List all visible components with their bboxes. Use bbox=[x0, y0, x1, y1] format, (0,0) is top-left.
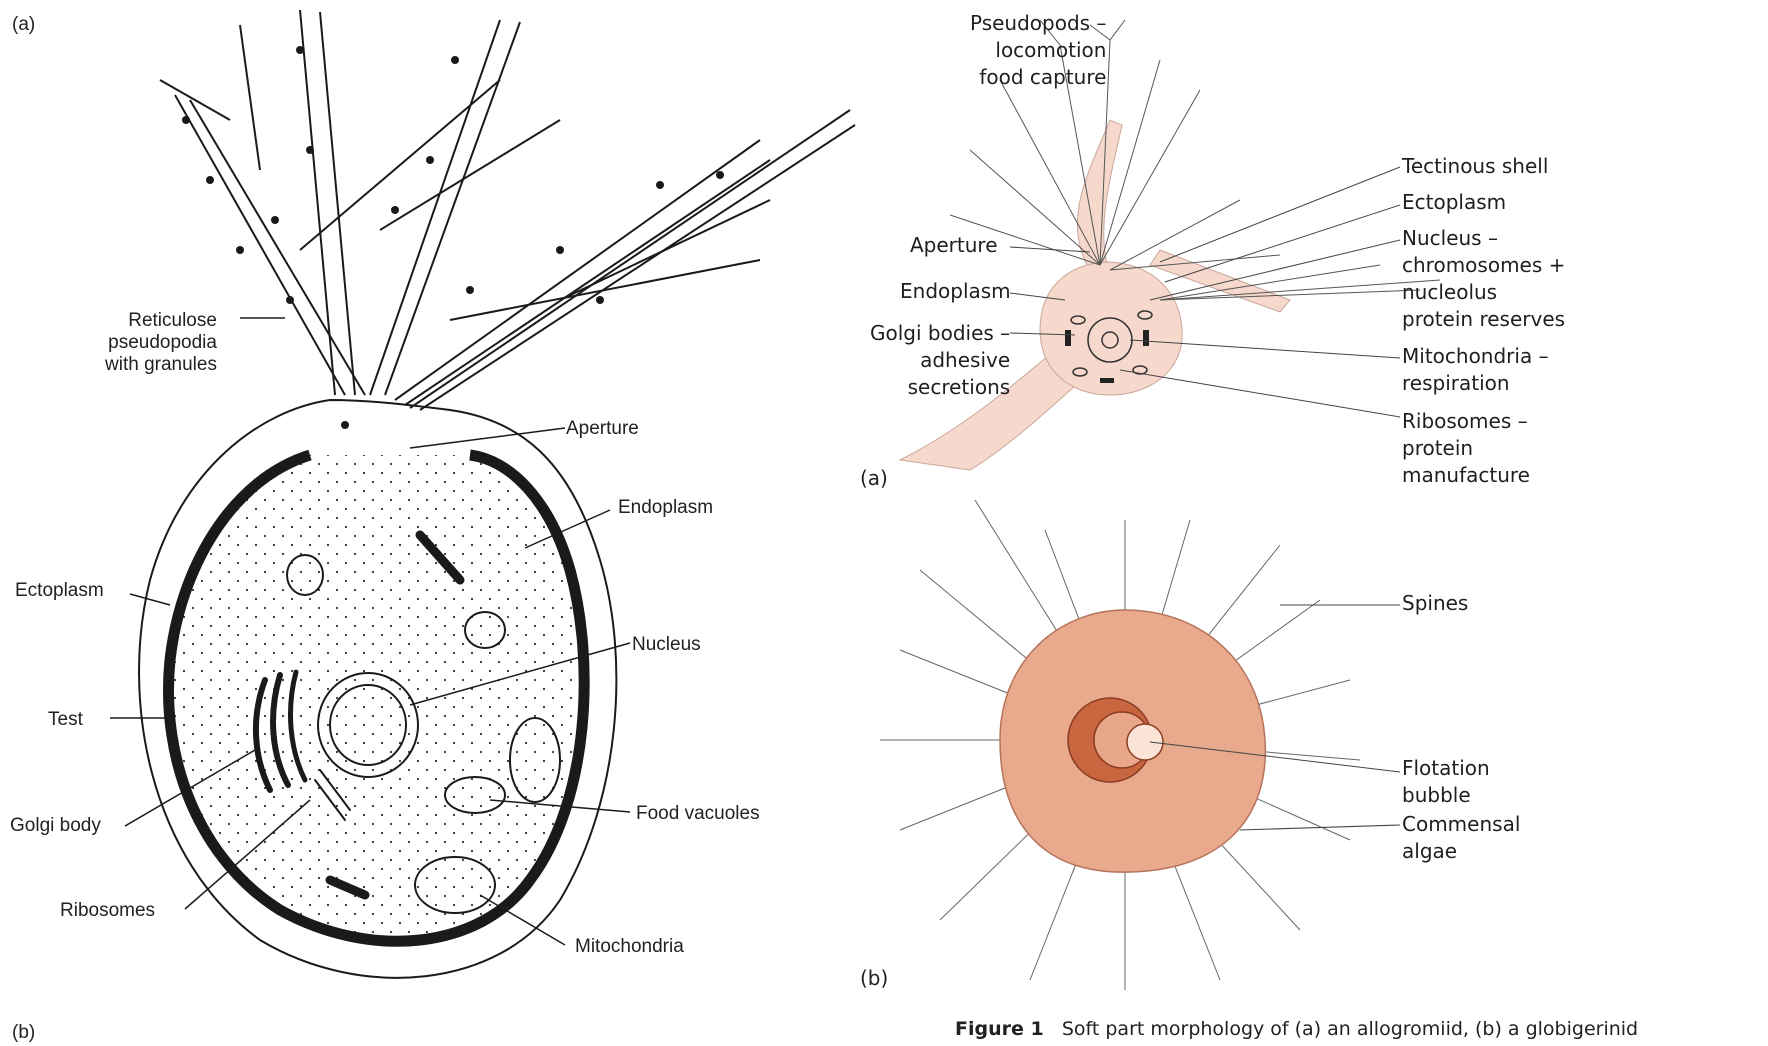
label-spines: Spines bbox=[1402, 590, 1468, 617]
label-nucleus-a: Nucleus – chromosomes + nucleolus protei… bbox=[1402, 225, 1565, 333]
label-aperture-a: Aperture bbox=[910, 232, 998, 259]
pseudopod-granules bbox=[182, 46, 724, 429]
right-diagram-panel: Pseudopods – locomotion food capture Ape… bbox=[860, 0, 1768, 1046]
caption-text: Soft part morphology of (a) an allogromi… bbox=[1044, 1018, 1638, 1040]
allogromiid-color-drawing bbox=[860, 0, 1768, 1046]
label-golgi-body: Golgi body bbox=[10, 815, 101, 837]
label-endoplasm: Endoplasm bbox=[618, 497, 713, 519]
label-reticulose-pseudopodia: Reticulose pseudopodia with granules bbox=[105, 310, 217, 376]
label-mitochondria: Mitochondria bbox=[575, 936, 684, 958]
reticulose-pseudopodia bbox=[160, 10, 855, 410]
caption-figure-number: Figure 1 bbox=[955, 1018, 1044, 1040]
panel-b-tag: (b) bbox=[12, 1022, 35, 1044]
label-nucleus: Nucleus bbox=[632, 634, 701, 656]
label-golgi-bodies: Golgi bodies – adhesive secretions bbox=[870, 320, 1010, 401]
allogromiid-line-drawing bbox=[0, 0, 860, 1046]
label-ectoplasm: Ectoplasm bbox=[15, 580, 104, 602]
label-aperture: Aperture bbox=[566, 418, 639, 440]
figure-caption: Figure 1 Soft part morphology of (a) an … bbox=[955, 1018, 1638, 1040]
left-diagram-panel: (a) (b) Reticulose pseudopodia with gran… bbox=[0, 0, 860, 1046]
label-mitochondria-a: Mitochondria – respiration bbox=[1402, 343, 1549, 397]
fig-b-tag: (b) bbox=[860, 965, 888, 992]
fig-a-tag: (a) bbox=[860, 465, 888, 492]
label-commensal-algae: Commensal algae bbox=[1402, 811, 1520, 865]
label-ribosomes: Ribosomes bbox=[60, 900, 155, 922]
label-test: Test bbox=[48, 709, 83, 731]
label-ribosomes-a: Ribosomes – protein manufacture bbox=[1402, 408, 1530, 489]
label-food-vacuoles: Food vacuoles bbox=[636, 803, 760, 825]
label-tectinous-shell: Tectinous shell bbox=[1402, 153, 1548, 180]
label-flotation-bubble: Flotation bubble bbox=[1402, 755, 1490, 809]
label-ectoplasm-a: Ectoplasm bbox=[1402, 189, 1506, 216]
panel-a-tag: (a) bbox=[12, 14, 35, 36]
label-endoplasm-a: Endoplasm bbox=[900, 278, 1011, 305]
label-pseudopods: Pseudopods – locomotion food capture bbox=[970, 10, 1106, 91]
